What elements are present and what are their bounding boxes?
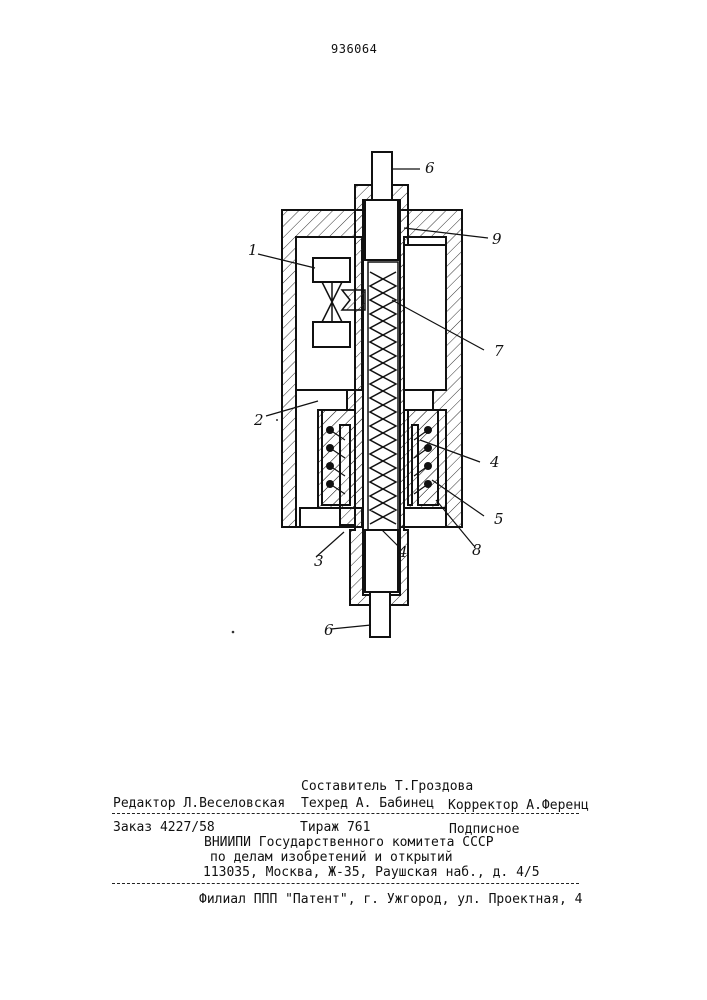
sensor-block-upper — [313, 258, 350, 282]
label-4-right: 4 — [489, 453, 500, 471]
right-spring-cup — [408, 410, 438, 505]
branch-line: Филиал ППП "Патент", г. Ужгород, ул. Про… — [199, 892, 583, 907]
org-address: 113035, Москва, Ж-35, Раушская наб., д. … — [203, 865, 540, 880]
label-6-bottom: 6 — [324, 621, 334, 639]
org-line-2: по делам изобретений и открытий — [210, 850, 453, 865]
lower-piston — [365, 530, 398, 592]
label-2: 2 — [253, 411, 264, 429]
label-3: 3 — [314, 552, 324, 570]
compiler-line: Составитель Т.Гроздова — [301, 779, 473, 794]
order-line: Заказ 4227/58 — [113, 820, 215, 835]
upper-piston — [365, 200, 398, 260]
speck — [232, 631, 235, 634]
sensor-block-lower — [313, 322, 350, 347]
bottom-rod — [370, 592, 390, 637]
label-6-top: 6 — [425, 159, 435, 177]
editor-line: Редактор Л.Веселовская — [113, 796, 285, 811]
techred-line: Техред А. Бабинец — [301, 796, 434, 811]
speck — [276, 419, 278, 421]
label-7: 7 — [494, 342, 504, 360]
label-5: 5 — [494, 510, 504, 528]
top-rod — [372, 152, 392, 202]
label-9: 9 — [492, 230, 502, 248]
divider — [112, 883, 579, 884]
label-8: 8 — [472, 541, 482, 559]
divider — [112, 813, 579, 814]
label-4-bottom: 4 — [397, 543, 408, 561]
label-1: 1 — [248, 241, 258, 259]
corrector-line: Корректор А.Ференц — [448, 798, 589, 813]
circulation-line: Тираж 761 — [300, 820, 370, 835]
org-line-1: ВНИИПИ Государственного комитета СССР — [204, 835, 494, 850]
